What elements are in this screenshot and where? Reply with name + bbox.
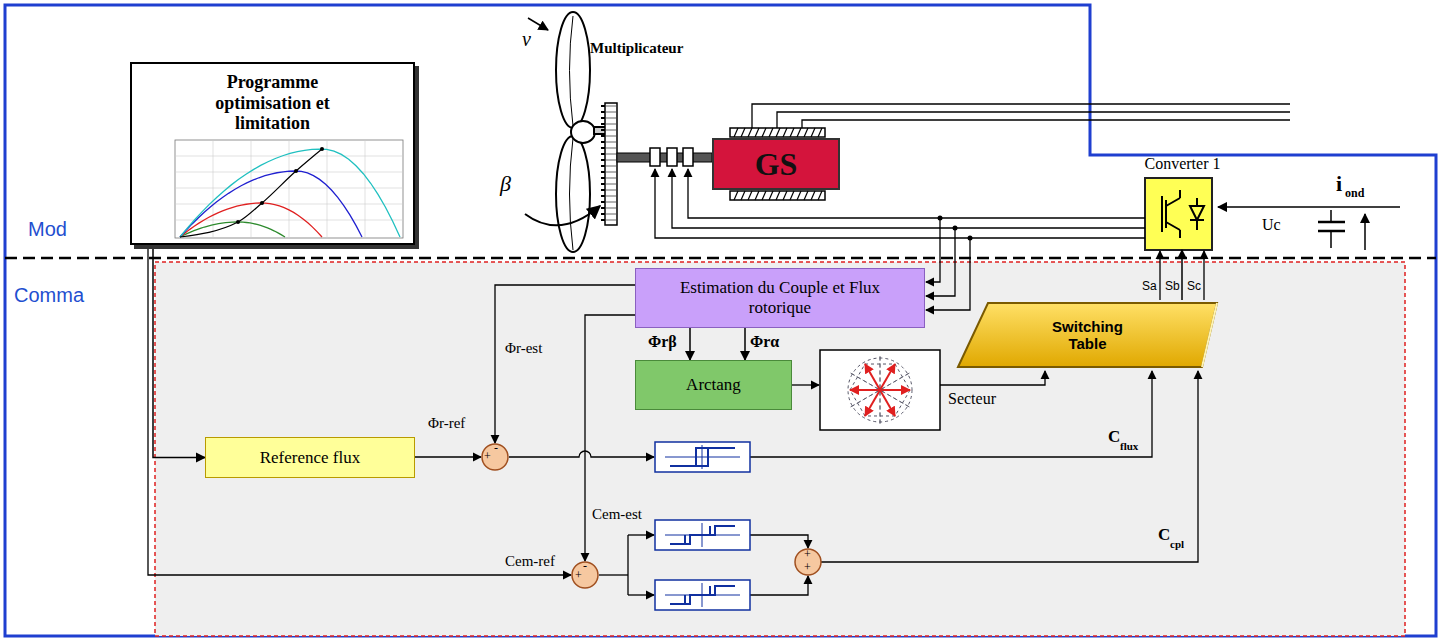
wire [792, 384, 819, 385]
label: + [484, 450, 491, 463]
label: v [522, 28, 531, 50]
label: Sa [1142, 280, 1157, 293]
wire [599, 574, 628, 575]
power-chart [175, 140, 403, 238]
label: Sc [1187, 280, 1201, 293]
node-text: Programme optimisation et limitation [188, 72, 358, 134]
edge-label: Φrβ [648, 333, 677, 351]
label: cpl [1170, 538, 1184, 550]
label: - [494, 442, 498, 455]
converter-box: Converter 1 [1120, 155, 1245, 250]
edge-label: Φrα [750, 333, 779, 351]
label: + [804, 561, 811, 574]
label: Φr-ref [428, 415, 465, 432]
converter-body [1145, 178, 1212, 250]
switching-table: Switching Table [955, 300, 1220, 370]
label: C [1158, 526, 1170, 545]
capacitor [1318, 210, 1345, 248]
arctan-box: Arctang [635, 360, 792, 410]
wire [148, 245, 571, 575]
node-text: Arctang [686, 375, 741, 395]
wire [628, 534, 654, 535]
label: Cem-ref [505, 553, 555, 570]
shaft [617, 153, 712, 162]
node-text: Converter 1 [1145, 155, 1221, 173]
gearbox [601, 103, 617, 225]
label: β [500, 172, 511, 196]
node-text: Reference flux [260, 448, 361, 468]
node-text: Estimation du Couple et Flux rotorique [665, 278, 895, 317]
connector [1181, 250, 1183, 300]
wire [628, 594, 654, 595]
label: Mod [28, 218, 67, 240]
slip-rings [650, 148, 693, 166]
wire [940, 371, 1045, 385]
label: Comma [14, 284, 84, 306]
node-text: Switching Table [1033, 318, 1143, 353]
label: i [1336, 172, 1342, 196]
wire [1159, 251, 1160, 300]
label: Uc [1262, 216, 1281, 234]
label: Multiplicateur [590, 40, 683, 57]
label: flux [1120, 440, 1138, 452]
model-frame [5, 5, 1436, 636]
wire [1203, 251, 1204, 300]
label: + [575, 569, 582, 582]
separator [5, 257, 1436, 260]
program-box: Programme optimisation et limitation [130, 62, 415, 245]
wire [777, 112, 1290, 128]
label: Secteur [948, 390, 996, 408]
label: - [583, 560, 587, 573]
program-ground [130, 62, 415, 245]
connector [689, 328, 691, 360]
reference-box: Reference flux [205, 437, 415, 478]
label: Sb [1165, 280, 1180, 293]
wire [585, 315, 635, 561]
generator-box: GS [712, 138, 840, 190]
wire [926, 238, 970, 310]
pitch-arrow [525, 206, 600, 225]
wire [752, 104, 1290, 128]
wind-arrow [528, 18, 548, 30]
label: + [804, 548, 811, 561]
wire [415, 456, 481, 457]
voltage-arrow [1364, 214, 1366, 250]
wire [627, 535, 628, 595]
current-arrow [1218, 206, 1400, 208]
label: ond [1345, 187, 1364, 200]
label: Cem-est [592, 506, 642, 523]
wire [750, 371, 1152, 457]
node-text: GS [755, 146, 798, 183]
control-region [155, 262, 1405, 636]
wire [750, 535, 808, 548]
wire [926, 228, 955, 296]
wire [802, 120, 1290, 128]
wire [495, 285, 635, 443]
wire [926, 218, 940, 282]
connector [744, 328, 746, 360]
label: Φr-est [505, 340, 542, 357]
wire [750, 576, 808, 595]
estimator-box: Estimation du Couple et Flux rotorique [635, 268, 925, 328]
control-symbols [482, 350, 940, 610]
signal-wires [148, 104, 1290, 595]
label: C [1108, 428, 1120, 447]
connector [153, 245, 205, 458]
